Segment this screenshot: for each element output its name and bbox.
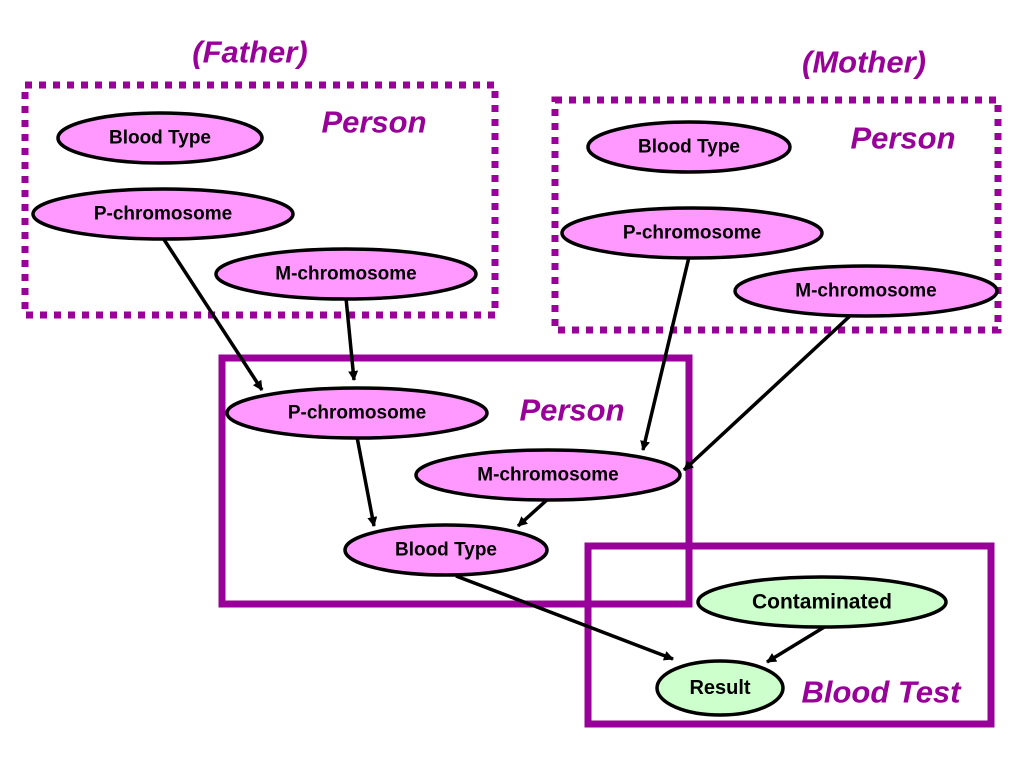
mother-blood-type-node: Blood Type (586, 120, 792, 174)
edge-blood-type-to-result (455, 574, 674, 661)
child-p-chromosome-node: P-chromosome (225, 386, 489, 440)
mother-label: (Mother) (802, 45, 926, 80)
result-node: Result (655, 659, 785, 717)
father-m-chromosome-node: M-chromosome (214, 247, 478, 301)
node-label: M-chromosome (275, 264, 416, 285)
father-p-chromosome-node: P-chromosome (31, 187, 295, 241)
node-label: P-chromosome (288, 403, 426, 424)
edge-child-m-to-blood-type (516, 497, 550, 528)
contaminated-node: Contaminated (696, 575, 948, 629)
mother-p-chromosome-node: P-chromosome (560, 206, 824, 260)
node-label: M-chromosome (795, 281, 936, 302)
child-person-label: Person (519, 393, 624, 428)
node-label: M-chromosome (477, 465, 618, 486)
edge-contaminated-to-result (766, 624, 827, 664)
edge-child-p-to-blood-type (355, 436, 378, 527)
node-label: Blood Type (395, 540, 497, 561)
edge-mother-p-to-child-m (640, 256, 691, 451)
edge-father-p-to-child-p (161, 237, 264, 391)
child-blood-type-node: Blood Type (343, 523, 549, 577)
father-person-label: Person (321, 105, 426, 140)
edge-mother-m-to-child-m (682, 313, 853, 472)
edge-father-m-to-child-p (344, 297, 359, 381)
child-m-chromosome-node: M-chromosome (414, 448, 682, 502)
node-label: Blood Type (109, 128, 211, 149)
node-label: Blood Type (638, 137, 740, 158)
child-person-plate (218, 354, 693, 608)
mother-m-chromosome-node: M-chromosome (733, 264, 999, 318)
node-label: Result (689, 677, 750, 699)
node-label: P-chromosome (623, 223, 761, 244)
father-blood-type-node: Blood Type (56, 111, 264, 165)
mother-person-label: Person (850, 121, 955, 156)
blood-test-label: Blood Test (801, 675, 962, 710)
node-label: P-chromosome (94, 204, 232, 225)
father-label: (Father) (192, 35, 307, 70)
node-label: Contaminated (752, 591, 892, 614)
blood-test-plate (584, 542, 995, 728)
